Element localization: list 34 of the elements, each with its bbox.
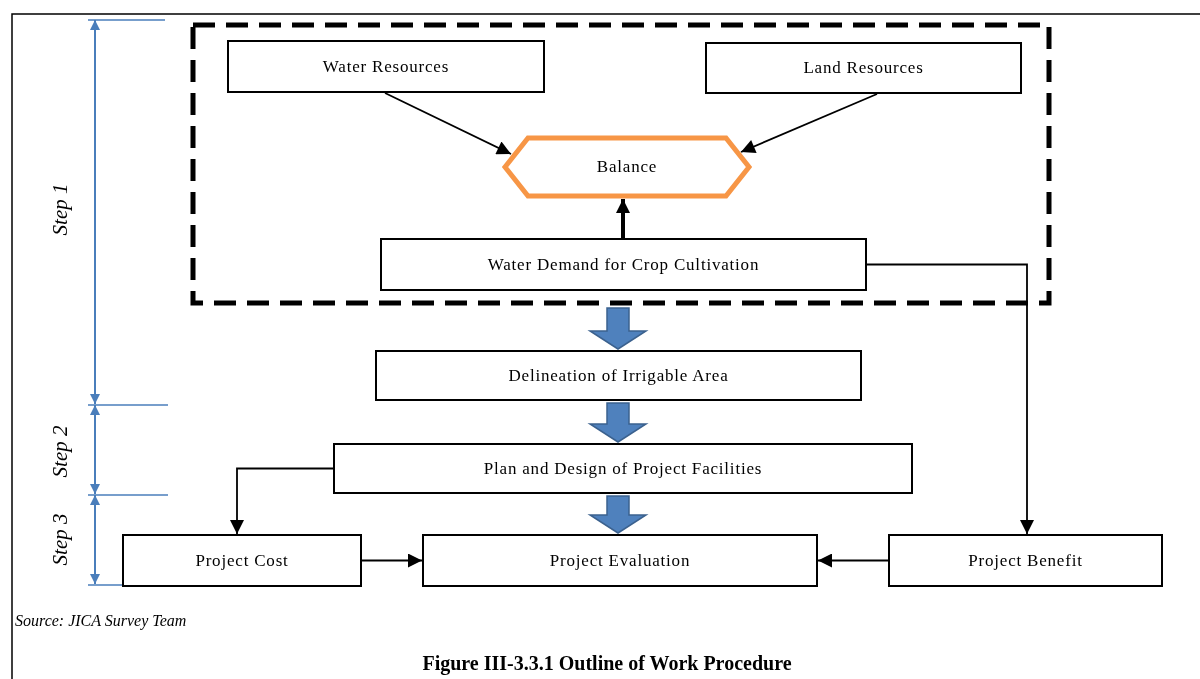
arrow [616, 199, 630, 238]
box-label: Project Evaluation [549, 550, 691, 571]
block-arrow [587, 495, 649, 534]
box-label: Water Demand for Crop Cultivation [487, 254, 760, 275]
arrow [740, 93, 878, 153]
process-box [422, 534, 818, 587]
process-box [375, 350, 862, 401]
arrow [361, 553, 423, 568]
step-label: Step 2 [47, 424, 73, 480]
process-box [380, 238, 867, 291]
box-label: Balance [596, 157, 658, 177]
process-box [705, 42, 1022, 94]
arrow [866, 263, 1034, 535]
dashed-group-box [190, 22, 1052, 306]
block-arrow [587, 402, 649, 443]
step-label: Step 1 [47, 182, 73, 238]
block-arrow [587, 307, 649, 350]
process-box [227, 40, 545, 93]
box-label: Delineation of Irrigable Area [508, 365, 729, 386]
box-label: Project Cost [195, 550, 289, 571]
box-label: Plan and Design of Project Facilities [483, 458, 763, 479]
process-box [333, 443, 913, 494]
source-note: Source: JICA Survey Team [15, 612, 187, 630]
arrow [817, 553, 889, 568]
process-box [122, 534, 362, 587]
arrow [384, 92, 512, 155]
box-label: Water Resources [322, 56, 450, 77]
arrow [230, 467, 334, 535]
figure-caption: Figure III-3.3.1 Outline of Work Procedure [421, 652, 793, 675]
step-label: Step 3 [47, 512, 73, 568]
box-label: Project Benefit [968, 550, 1083, 571]
process-box [888, 534, 1163, 587]
hexagon-box [502, 135, 752, 199]
box-label: Land Resources [803, 58, 924, 78]
